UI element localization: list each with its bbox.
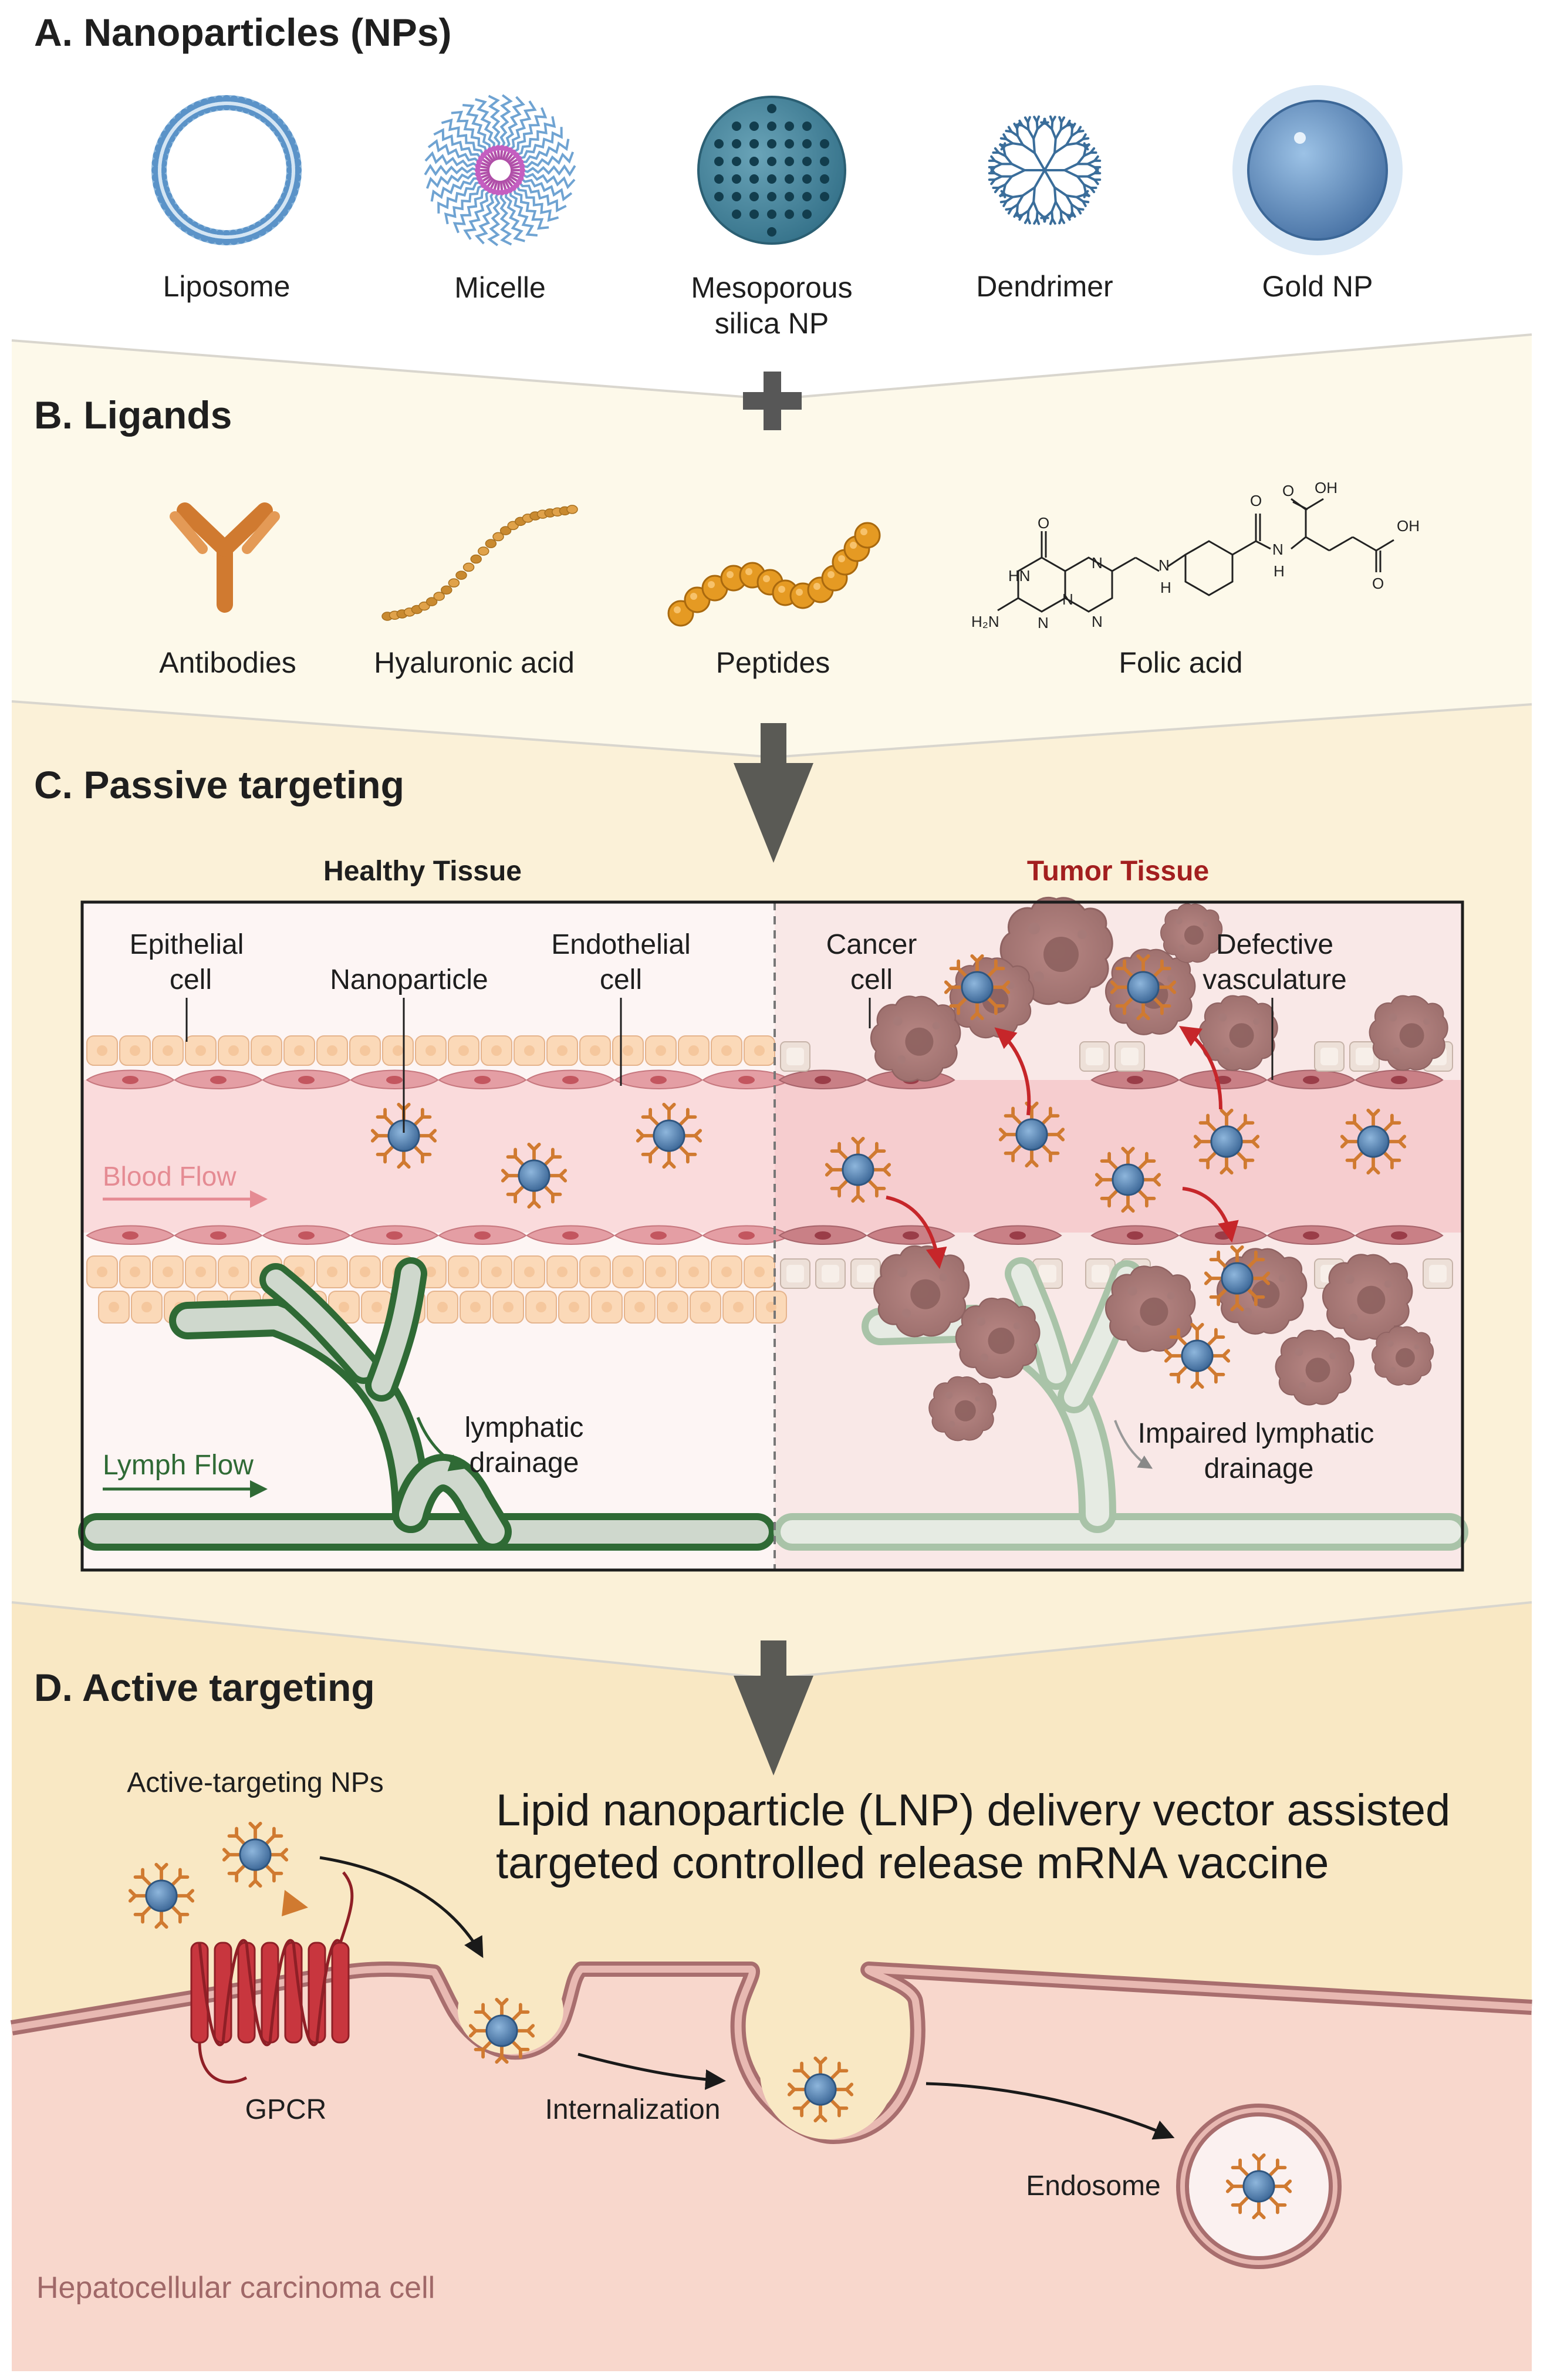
lymph-drainage-arrow xyxy=(416,1417,467,1471)
lymphatic-drainage-line2: drainage xyxy=(469,1447,579,1478)
vesicle xyxy=(760,2004,895,2139)
atom-n3: N xyxy=(1092,613,1103,630)
liposome-label: Liposome xyxy=(163,270,291,303)
healthy-lymph-vessel xyxy=(78,1257,776,1551)
hyaluronic-acid-icon xyxy=(381,505,578,621)
panel-border xyxy=(80,900,1464,1572)
antibodies-label: Antibodies xyxy=(159,646,296,679)
atom-amide-h: H xyxy=(1274,562,1285,580)
ligands-band xyxy=(12,335,1532,757)
atom-o2: O xyxy=(1282,482,1294,499)
impaired-drainage-line2: drainage xyxy=(1204,1453,1314,1484)
mesoporous-label-line2: silica NP xyxy=(715,307,829,340)
atom-oh1: OH xyxy=(1315,479,1337,497)
folic-acid-structure xyxy=(997,498,1394,613)
cancer-cell-label-line1: Cancer xyxy=(826,929,917,960)
lnp-caption-line2: targeted controlled release mRNA vaccine xyxy=(496,1838,1329,1888)
cancer-cell-label-line2: cell xyxy=(850,964,893,995)
micelle-label: Micelle xyxy=(454,271,546,304)
epithelial-label-line2: cell xyxy=(170,964,212,995)
endothelial-label-line2: cell xyxy=(600,964,642,995)
endosome-label: Endosome xyxy=(1026,2170,1160,2202)
healthy-tissue-title: Healthy Tissue xyxy=(323,856,522,887)
section-c-title: C. Passive targeting xyxy=(34,763,404,806)
atom-n2: N xyxy=(1092,554,1103,572)
epithelial-label-line1: Epithelial xyxy=(130,929,244,960)
atom-hn: HN xyxy=(1008,567,1031,585)
mesoporous-silica-icon xyxy=(697,96,846,245)
down-arrow-icon xyxy=(734,1640,813,1775)
blood-flow-label: Blood Flow xyxy=(103,1161,237,1191)
gpcr-label: GPCR xyxy=(245,2094,327,2125)
internalization-label: Internalization xyxy=(545,2094,721,2125)
peptides-label: Peptides xyxy=(716,646,830,679)
peptides-icon xyxy=(667,522,881,627)
hepatocellular-cell xyxy=(12,1969,1532,2371)
atom-nh-n: N xyxy=(1158,556,1170,574)
atom-oh2: OH xyxy=(1397,517,1420,535)
atom-o4: O xyxy=(1038,514,1049,532)
antibody-icon xyxy=(170,502,280,613)
mesoporous-label-line1: Mesoporous xyxy=(691,271,852,304)
gold-np-label: Gold NP xyxy=(1262,270,1373,303)
endothelial-label-line1: Endothelial xyxy=(551,929,691,960)
tumor-tissue-title: Tumor Tissue xyxy=(1027,856,1209,887)
nanoparticle-label: Nanoparticle xyxy=(330,964,488,995)
section-a-title: A. Nanoparticles (NPs) xyxy=(34,11,452,54)
lnp-caption-line1: Lipid nanoparticle (LNP) delivery vector… xyxy=(496,1785,1450,1835)
micelle-icon xyxy=(424,94,576,247)
gold-np-icon xyxy=(1232,85,1403,255)
ligand-triangle-icon xyxy=(282,1890,308,1916)
impaired-drainage-line1: Impaired lymphatic xyxy=(1138,1418,1374,1449)
atom-o3: O xyxy=(1372,575,1384,592)
plus-icon xyxy=(743,372,802,430)
hyaluronic-label: Hyaluronic acid xyxy=(374,646,575,679)
dendrimer-label: Dendrimer xyxy=(976,270,1113,303)
defective-vasculature-line1: Defective xyxy=(1216,929,1333,960)
section-b-title: B. Ligands xyxy=(34,393,232,437)
gpcr-receptor xyxy=(190,1871,354,2084)
atom-n4: N xyxy=(1062,590,1073,608)
lymph-flow-label: Lymph Flow xyxy=(103,1450,254,1481)
hepatocellular-label: Hepatocellular carcinoma cell xyxy=(36,2271,435,2305)
extravasation-arrows xyxy=(886,1026,1239,1270)
dendrimer-icon xyxy=(988,115,1102,225)
atom-n1: N xyxy=(1038,614,1049,632)
atom-o1: O xyxy=(1250,492,1262,509)
liposome-icon xyxy=(151,95,302,245)
lymphatic-drainage-line1: lymphatic xyxy=(465,1412,584,1443)
atom-amide-n: N xyxy=(1272,541,1283,558)
folic-acid-atoms: OH OH O O O O HN H₂N N N N N N H N H xyxy=(971,479,1420,632)
section-d-title: D. Active targeting xyxy=(34,1666,375,1709)
impaired-drainage-arrow xyxy=(1114,1420,1153,1469)
passive-labels: Epithelial cell Nanoparticle Endothelial… xyxy=(130,929,1374,1484)
defective-vasculature-line2: vasculature xyxy=(1203,964,1346,995)
atom-h2n: H₂N xyxy=(971,613,999,630)
internalization-arrows xyxy=(319,1856,1175,2140)
atom-nh-h: H xyxy=(1160,579,1171,596)
folic-acid-label: Folic acid xyxy=(1119,646,1242,679)
down-arrow-icon xyxy=(734,723,813,863)
active-nps-label: Active-targeting NPs xyxy=(127,1767,384,1798)
